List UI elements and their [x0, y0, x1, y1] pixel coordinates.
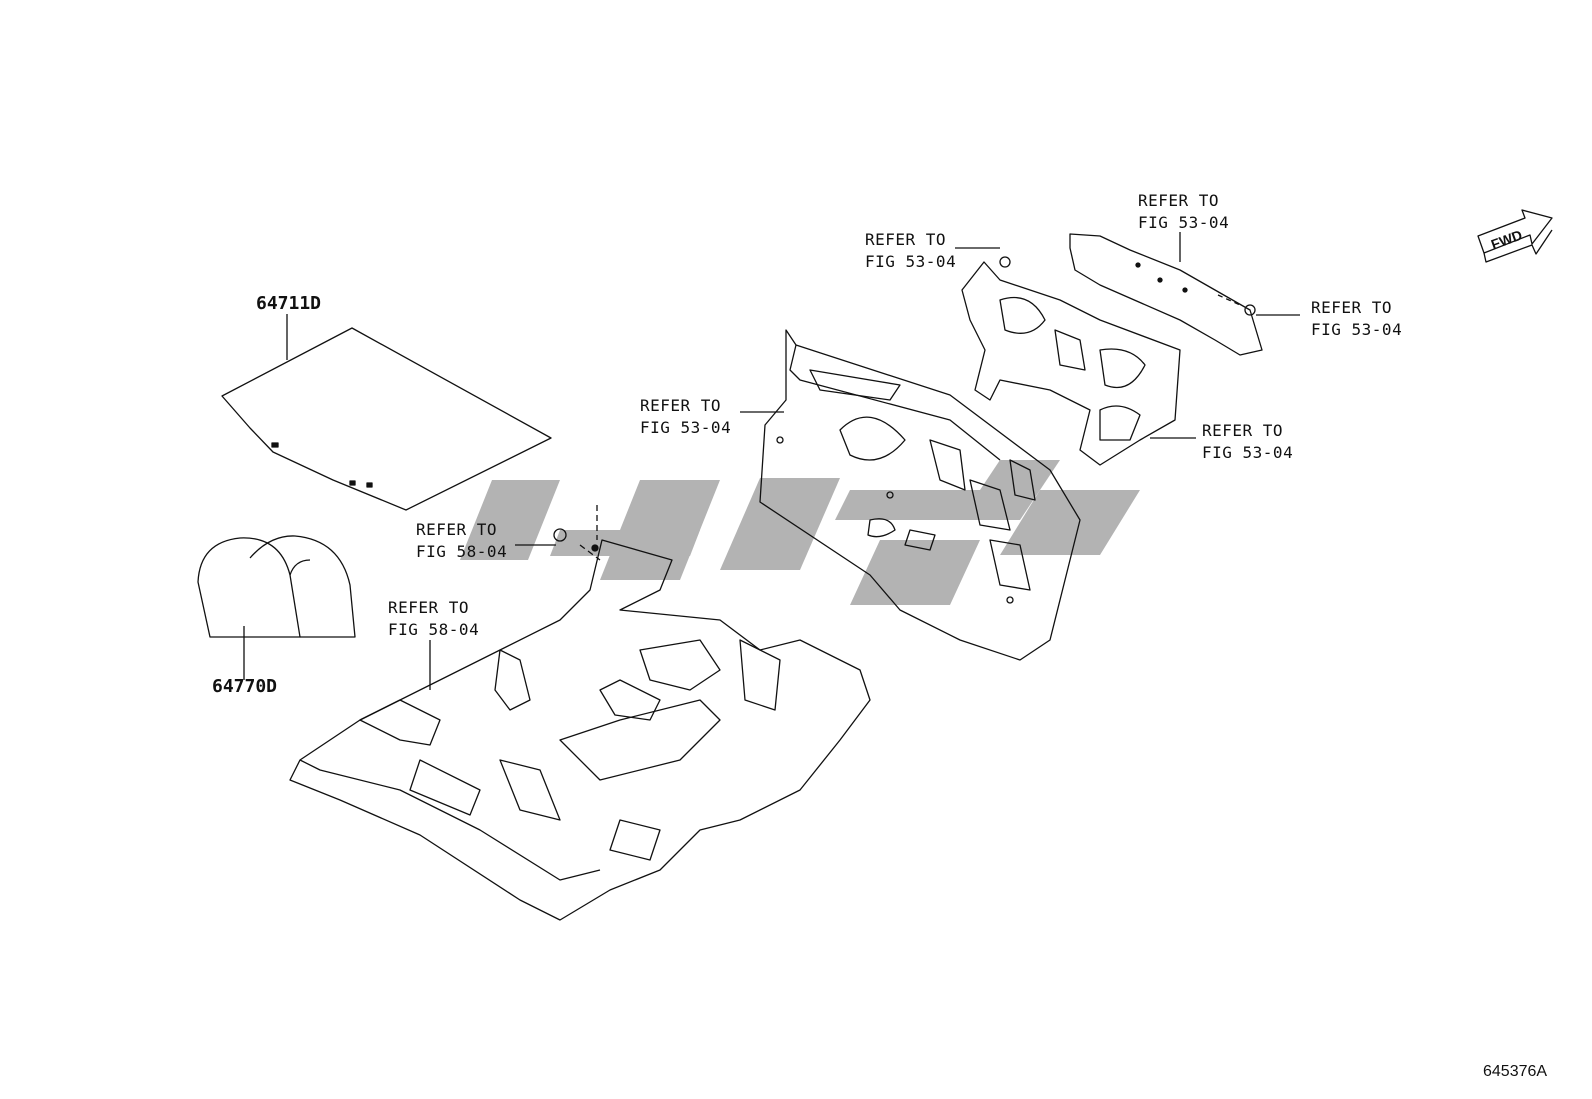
callout-line2: FIG 53-04 [865, 252, 957, 271]
callout-line1: REFER TO [388, 598, 470, 617]
refer-callout: REFER TO FIG 58-04 [388, 597, 479, 641]
dash-insulator-part [961, 256, 1181, 466]
luggage-mat-part [221, 327, 552, 511]
refer-callout: REFER TO FIG 53-04 [640, 395, 731, 439]
refer-callout: REFER TO FIG 53-04 [1138, 190, 1229, 234]
forward-arrow-icon [1477, 209, 1553, 263]
spare-tire-cover-part [197, 535, 356, 638]
callout-line2: FIG 58-04 [416, 542, 508, 561]
callout-line2: FIG 58-04 [388, 620, 480, 639]
callout-line2: FIG 53-04 [1202, 443, 1294, 462]
callout-line1: REFER TO [1202, 421, 1284, 440]
callout-line2: FIG 53-04 [1138, 213, 1230, 232]
part-number-label: 64770D [212, 676, 278, 697]
floor-carpet-part [289, 505, 871, 921]
refer-callout: REFER TO FIG 58-04 [416, 519, 507, 563]
callout-line1: REFER TO [865, 230, 947, 249]
callout-line1: REFER TO [1138, 191, 1220, 210]
callout-line2: FIG 53-04 [640, 418, 732, 437]
callout-line1: REFER TO [416, 520, 498, 539]
refer-callout: REFER TO FIG 53-04 [865, 229, 956, 273]
figure-id: 645376A [1483, 1063, 1548, 1080]
refer-callout: REFER TO FIG 53-04 [1202, 420, 1293, 464]
watermark-logo [460, 460, 1140, 605]
callout-line2: FIG 53-04 [1311, 320, 1403, 339]
refer-callout: REFER TO FIG 53-04 [1311, 297, 1402, 341]
callout-line1: REFER TO [1311, 298, 1393, 317]
cowl-silencer-part [1069, 233, 1263, 356]
part-number-label: 64711D [256, 293, 322, 314]
dash-silencer-part [759, 329, 1081, 661]
callout-line1: REFER TO [640, 396, 722, 415]
